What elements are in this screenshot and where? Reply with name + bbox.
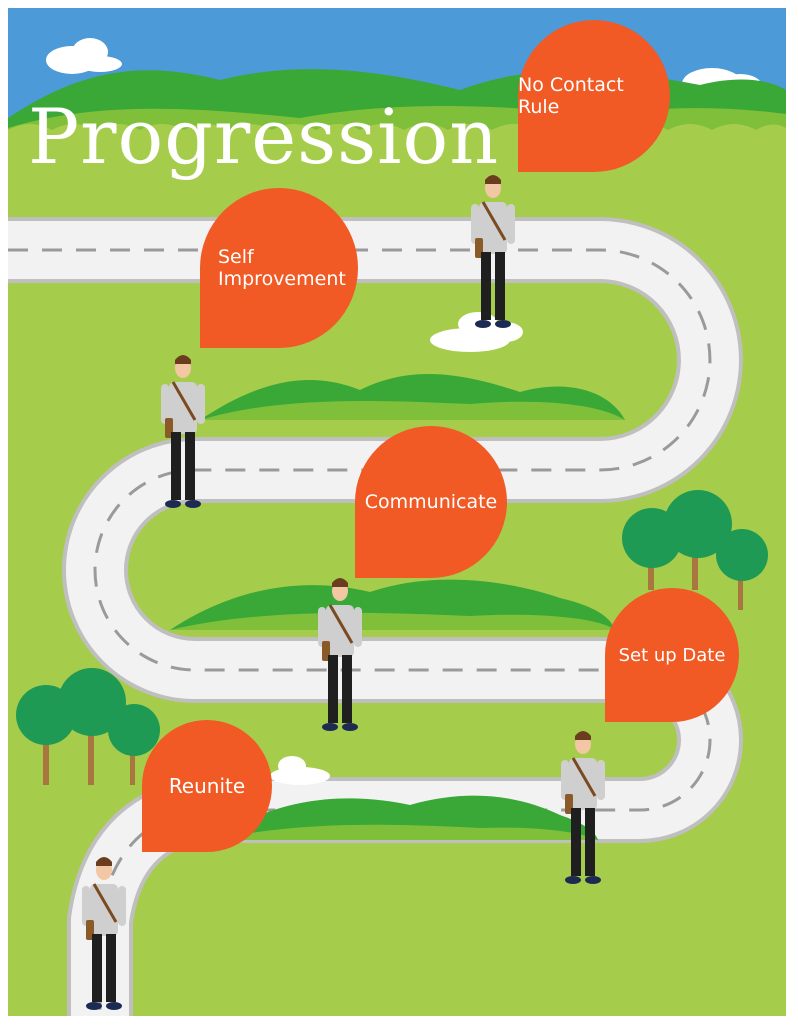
page-title: Progression: [28, 92, 500, 181]
step-label-line-1: Self: [218, 246, 254, 268]
step-label-line-2: Improvement: [218, 268, 346, 290]
hill-icon: [200, 373, 625, 420]
step-communicate: Communicate: [355, 426, 507, 578]
hill-icon: [215, 795, 598, 840]
step-label: No Contact Rule: [518, 74, 624, 118]
step-no-contact-rule: No Contact Rule: [518, 20, 670, 172]
hill-icon: [170, 579, 615, 630]
step-self-improvement: Self Improvement: [200, 188, 358, 348]
road: [8, 217, 743, 1016]
tree-icon: [622, 490, 768, 610]
cloud-icon: [46, 38, 122, 74]
cloud-icon: [270, 756, 330, 785]
step-set-up-date: Set up Date: [605, 588, 739, 722]
step-label: Communicate: [364, 491, 498, 513]
tree-icon: [16, 668, 160, 785]
step-reunite: Reunite: [142, 720, 272, 852]
step-label: Reunite: [168, 774, 246, 798]
step-label: Set up Date: [618, 644, 726, 666]
